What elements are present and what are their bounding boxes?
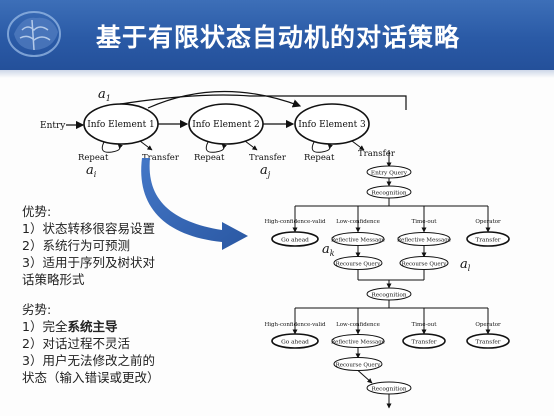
recourse-query-label-2: Recourse Query [402, 262, 448, 268]
transfer-arrow-2 [244, 140, 258, 151]
info-element-2-label: Info Element 2 [192, 120, 260, 130]
repeat-loop-2 [205, 141, 227, 153]
transfer-node-1 [466, 231, 510, 247]
recognition-label-2: Recognition [371, 293, 407, 299]
advantage-item: 3）适用于序列及树状对 [22, 255, 155, 270]
symbol-a1: a1 [98, 87, 111, 103]
slide-title: 基于有限状态自动机的对话策略 [96, 23, 461, 52]
symbol-al: al [460, 257, 471, 273]
advantage-item: 2）系统行为可预测 [22, 238, 130, 253]
brain-logo-icon [7, 11, 61, 57]
entry-query-label: Entry Query [371, 171, 408, 177]
entry-label: Entry [40, 121, 66, 131]
transfer-label-3: Transfer [358, 149, 396, 159]
go-ahead-label-2: Go ahead [281, 340, 309, 346]
skip-arc-1-3 [147, 90, 302, 109]
repeat-label-3: Repeat [304, 153, 335, 163]
reflective-message-label-1: Reflective Message [331, 238, 385, 244]
transfer-label-1: Transfer [142, 153, 180, 163]
disadvantage-item-prefix: 1）完全 [22, 319, 68, 334]
repeat-loop-3 [311, 141, 333, 153]
branch-label-op-1: Operator [475, 219, 501, 225]
detail-flowchart: Entry Query Recognition High-confidence-… [264, 150, 510, 409]
title-bar: 基于有限状态自动机的对话策略 [0, 0, 554, 70]
recourse-query-label-3: Recourse Query [336, 363, 382, 369]
branch-label-lc-2: Low-confidence [336, 322, 380, 328]
reflective-message-label-3: Reflective Message [331, 340, 385, 346]
branch-label-lc-1: Low-confidence [336, 219, 380, 225]
transfer-node-2 [402, 333, 446, 349]
advantages-block: 优势: 1）状态转移很容易设置 2）系统行为可预测 3）适用于序列及树状对 话策… [22, 203, 155, 288]
reflective-message-label-2: Reflective Message [397, 238, 451, 244]
repeat-label-2: Repeat [194, 153, 225, 163]
advantages-heading: 优势: [22, 204, 52, 219]
info-element-3-label: Info Element 3 [298, 120, 366, 130]
disadvantage-item: 3）用户无法修改之前的 [22, 353, 155, 368]
go-ahead-label-1: Go ahead [281, 238, 309, 244]
repeat-loop-1 [101, 141, 123, 153]
transfer-label-node-3: Transfer [475, 340, 500, 346]
branch-label-hcv-1: High-confidence-valid [264, 219, 325, 225]
branch-label-op-2: Operator [475, 322, 501, 328]
go-ahead-node-1 [271, 231, 319, 247]
recourse-query-label-1: Recourse Query [336, 262, 382, 268]
transfer-arrow-1 [139, 140, 153, 151]
top-bypass-line [119, 94, 407, 110]
disadvantages-block: 劣势: 1）完全系统主导 2）对话过程不灵活 3）用户无法修改之前的 状态（输入… [22, 301, 160, 386]
transfer-arrow-3 [351, 140, 365, 151]
transfer-label-2: Transfer [249, 153, 287, 163]
disadvantage-item-bold: 系统主导 [67, 319, 118, 334]
symbol-ak: ak [322, 242, 335, 258]
disadvantages-heading: 劣势: [22, 302, 52, 317]
branch-label-to-1: Time-out [412, 219, 438, 225]
blue-zoom-arrow [141, 158, 248, 250]
disadvantage-item: 状态（输入错误或更改） [22, 370, 160, 385]
symbol-aj: aj [260, 163, 271, 179]
advantage-item: 1）状态转移很容易设置 [22, 221, 155, 236]
advantage-item: 话策略形式 [22, 272, 85, 287]
top-fsm: Entry Info Element 1 Info Element 2 Info… [40, 87, 407, 179]
symbol-ai: ai [86, 163, 97, 179]
info-element-1-label: Info Element 1 [87, 120, 155, 130]
transfer-node-3 [466, 333, 510, 349]
branch-label-hcv-2: High-confidence-valid [264, 322, 325, 328]
go-ahead-node-2 [271, 333, 319, 349]
disadvantage-item: 1）完全系统主导 [22, 318, 160, 335]
transfer-label-node-1: Transfer [475, 238, 500, 244]
recognition-label-3: Recognition [371, 387, 407, 393]
recognition-label-1: Recognition [371, 191, 407, 197]
title-bar-shadow [0, 70, 554, 78]
disadvantage-item: 2）对话过程不灵活 [22, 336, 130, 351]
repeat-label-1: Repeat [78, 153, 109, 163]
branch-label-to-2: Time-out [412, 322, 438, 328]
transfer-label-node-2: Transfer [411, 340, 436, 346]
